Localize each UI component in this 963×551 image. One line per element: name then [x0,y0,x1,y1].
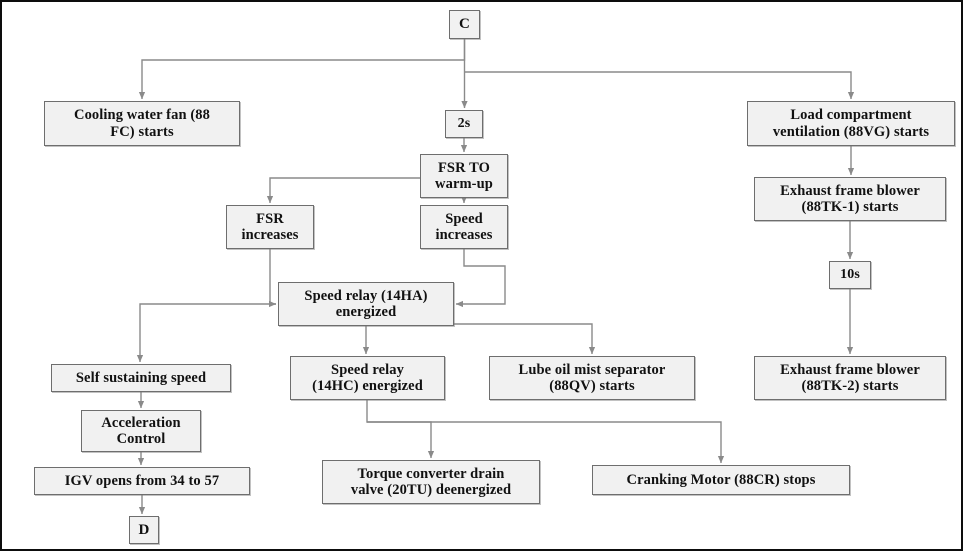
node-label-selfsust: Self sustaining speed [75,369,207,386]
connector-fsrto-to-fsrinc [266,177,420,204]
node-label-loadvent: Load compartment ventilation (88VG) star… [772,107,930,140]
node-label-t10s: 10s [840,267,860,283]
node-label-relay14hc: Speed relay (14HC) energized [312,361,423,394]
connector-c-to-coolfan [138,39,466,100]
node-label-fsrinc: FSR increases [241,210,299,243]
node-label-crank: Cranking Motor (88CR) stops [626,471,816,488]
node-accel[interactable]: Acceleration Control [81,410,201,452]
connector-spdinc-to-relay14ha [455,249,506,308]
node-label-t2s: 2s [457,116,471,132]
node-t10s[interactable]: 10s [829,261,871,289]
connector-fsrinc-to-relay14ha [268,249,277,308]
connector-14hc-to-torque [366,400,435,459]
node-coolfan[interactable]: Cooling water fan (88 FC) starts [44,101,240,146]
node-igv[interactable]: IGV opens from 34 to 57 [34,467,250,495]
node-label-torque: Torque converter drain valve (20TU) deen… [350,465,512,498]
node-loadvent[interactable]: Load compartment ventilation (88VG) star… [747,101,955,146]
node-selfsust[interactable]: Self sustaining speed [51,364,231,392]
node-label-accel: Acceleration Control [101,414,181,447]
node-label-d: D [138,521,150,538]
node-label-coolfan: Cooling water fan (88 FC) starts [74,107,210,140]
node-relay14hc[interactable]: Speed relay (14HC) energized [290,356,445,400]
node-lubeoil[interactable]: Lube oil mist separator (88QV) starts [489,356,695,400]
node-d[interactable]: D [129,516,159,544]
connector-relay14ha-to-lubeoil [454,323,596,355]
connector-lubeoil-to-crank [367,421,725,464]
node-t2s[interactable]: 2s [445,110,483,138]
node-label-igv: IGV opens from 34 to 57 [64,472,220,489]
node-label-lubeoil: Lube oil mist separator (88QV) starts [518,361,666,394]
node-c[interactable]: C [449,10,480,39]
node-fsrto[interactable]: FSR TO warm-up [420,154,508,198]
connector-group [136,39,855,515]
node-crank[interactable]: Cranking Motor (88CR) stops [592,465,850,495]
node-label-relay14ha: Speed relay (14HA) energized [304,287,428,320]
node-label-efb1: Exhaust frame blower (88TK-1) starts [780,182,920,215]
node-efb1[interactable]: Exhaust frame blower (88TK-1) starts [754,177,946,221]
node-label-efb2: Exhaust frame blower (88TK-2) starts [780,361,920,394]
connector-relay14ha-to-selfsust [136,303,276,363]
node-spdinc[interactable]: Speed increases [420,205,508,249]
node-fsrinc[interactable]: FSR increases [226,205,314,249]
node-label-spdinc: Speed increases [435,210,493,243]
node-efb2[interactable]: Exhaust frame blower (88TK-2) starts [754,356,946,400]
node-relay14ha[interactable]: Speed relay (14HA) energized [278,282,454,326]
node-label-c: C [459,16,470,33]
node-torque[interactable]: Torque converter drain valve (20TU) deen… [322,460,540,504]
node-label-fsrto: FSR TO warm-up [435,159,493,192]
connector-c-to-loadvent [464,71,855,100]
